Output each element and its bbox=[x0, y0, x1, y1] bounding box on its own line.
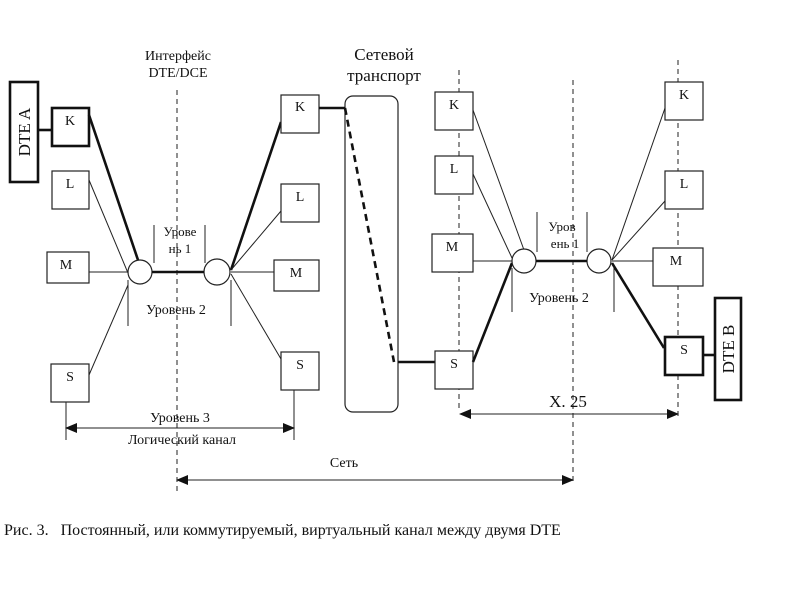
right-node-a bbox=[511, 248, 537, 274]
left-box-l bbox=[51, 170, 90, 210]
svg-text:L: L bbox=[680, 177, 689, 192]
svg-text:K: K bbox=[295, 100, 305, 115]
figure-caption: Рис. 3. Постоянный, или коммутируемый, в… bbox=[4, 522, 561, 539]
right-dce-box-s bbox=[434, 350, 474, 390]
svg-text:K: K bbox=[65, 114, 75, 129]
link-left-k bbox=[87, 114, 141, 264]
right-level2-label: Уровень 2 bbox=[529, 291, 589, 306]
level3-label: Уровень 3 bbox=[150, 411, 210, 426]
interface-label: Интерфейс bbox=[145, 49, 211, 64]
right-dce-box-m bbox=[431, 233, 474, 273]
left-node-b bbox=[203, 258, 231, 286]
right-box-m bbox=[652, 247, 704, 287]
svg-text:M: M bbox=[670, 254, 683, 269]
left-node-a bbox=[127, 259, 153, 285]
left-dce-box-l bbox=[280, 183, 320, 223]
svg-text:M: M bbox=[446, 240, 459, 255]
left-dce-box-m bbox=[273, 259, 320, 292]
svg-text:S: S bbox=[296, 358, 304, 373]
left-level1-label: Урове bbox=[164, 224, 197, 239]
svg-text:L: L bbox=[450, 162, 459, 177]
network-transport-block bbox=[344, 95, 399, 413]
svg-text:M: M bbox=[290, 266, 303, 281]
interface-label-sub: DTE/DCE bbox=[148, 66, 207, 81]
svg-text:S: S bbox=[66, 370, 74, 385]
svg-text:L: L bbox=[296, 190, 305, 205]
dte-a-block: DTE A bbox=[8, 80, 52, 184]
svg-text:M: M bbox=[60, 258, 73, 273]
left-box-k bbox=[50, 106, 91, 148]
svg-text:S: S bbox=[450, 357, 458, 372]
dte-a-label: DTE A bbox=[15, 107, 34, 156]
svg-text:ень 1: ень 1 bbox=[551, 236, 579, 251]
transport-label-sub: транспорт bbox=[347, 66, 421, 85]
svg-text:нь 1: нь 1 bbox=[169, 241, 192, 256]
dte-b-label: DTE B bbox=[719, 325, 738, 374]
right-dce-box-k bbox=[434, 91, 474, 131]
left-box-m bbox=[46, 251, 90, 284]
right-node-b bbox=[586, 248, 612, 274]
svg-text:S: S bbox=[680, 343, 688, 358]
right-dce-box-l bbox=[434, 155, 474, 195]
right-dce-stack: K L M S bbox=[431, 91, 474, 390]
right-box-k bbox=[664, 81, 704, 121]
svg-text:L: L bbox=[66, 177, 75, 192]
x25-label: X. 25 bbox=[549, 392, 587, 411]
left-dce-box-k bbox=[280, 94, 320, 134]
logical-channel-label: Логический канал bbox=[128, 433, 236, 448]
left-level2-label: Уровень 2 bbox=[146, 303, 206, 318]
left-dte-stack: K L M S bbox=[46, 106, 91, 403]
svg-text:K: K bbox=[679, 88, 689, 103]
right-box-l bbox=[664, 170, 704, 210]
right-level1-label: Уров bbox=[548, 219, 575, 234]
transport-label: Сетевой bbox=[354, 45, 414, 64]
left-box-s bbox=[50, 363, 90, 403]
svg-text:K: K bbox=[449, 98, 459, 113]
dte-b-block: DTE B bbox=[703, 296, 743, 402]
right-dte-stack: K L M S bbox=[652, 81, 705, 377]
network-label: Сеть bbox=[330, 456, 358, 471]
left-dce-box-s bbox=[280, 351, 320, 391]
left-dce-stack: K L M S bbox=[273, 94, 320, 391]
